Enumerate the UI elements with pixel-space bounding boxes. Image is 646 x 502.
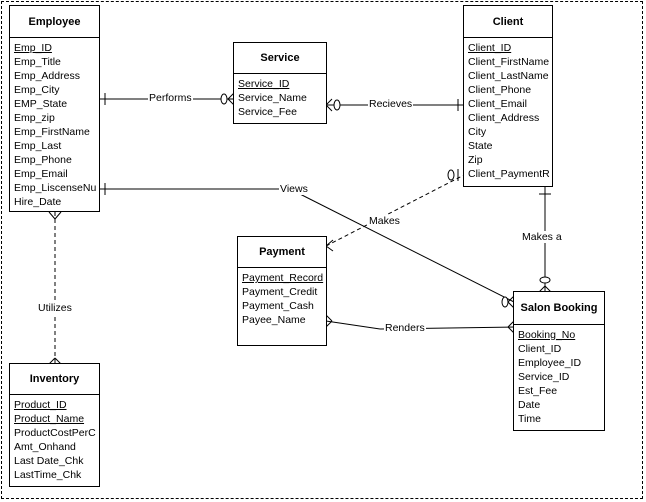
attribute-row: Emp_Phone — [14, 154, 72, 166]
attribute-row: Time — [518, 413, 541, 425]
attribute-row: City — [468, 126, 487, 138]
views-line — [99, 183, 515, 309]
entity-title: Payment — [238, 237, 326, 268]
attribute-row: Client_ID — [518, 343, 562, 355]
attribute-row: Service_ID — [518, 371, 570, 383]
attribute-row: Employee_ID — [518, 357, 582, 369]
attribute-row: Emp_LiscenseNu — [14, 182, 97, 194]
recieves-label: Recieves — [368, 98, 414, 110]
attribute-row: Emp_FirstName — [14, 126, 90, 138]
attribute-row: Emp_Email — [14, 168, 68, 180]
attribute-row: State — [468, 140, 493, 152]
attribute-row: Client_Phone — [468, 84, 532, 96]
utilizes-line — [48, 211, 62, 365]
attribute-row: Client_Email — [468, 98, 527, 110]
attribute-row: Service_ID — [238, 78, 290, 90]
attribute-row: Emp_Title — [14, 56, 61, 68]
makes-line — [325, 169, 465, 252]
performs-label: Performs — [148, 92, 193, 104]
renders-line — [325, 314, 515, 334]
attribute-row: EMP_State — [14, 98, 68, 110]
attribute-row: Booking_No — [518, 329, 576, 341]
attribute-row: Hire_Date — [14, 196, 62, 208]
makes-label: Makes — [368, 215, 401, 227]
entity-title: Client — [464, 6, 552, 38]
attribute-row: Emp_ID — [14, 42, 52, 54]
entity-title: Salon Booking — [514, 292, 604, 325]
views-label: Views — [279, 183, 309, 195]
attribute-row: Client_PaymentR — [468, 168, 550, 180]
attribute-row: Payment_Credit — [242, 286, 318, 298]
attribute-row: Payment_Cash — [242, 300, 314, 312]
attribute-row: Est_Fee — [518, 385, 558, 397]
entity-title: Inventory — [10, 364, 99, 395]
attribute-row: Emp_City — [14, 84, 60, 96]
attribute-row: Emp_zip — [14, 112, 55, 124]
attribute-row: Client_Address — [468, 112, 540, 124]
attribute-row: Service_Fee — [238, 106, 297, 118]
makes-a-label: Makes a — [521, 231, 563, 243]
attribute-row: Client_FirstName — [468, 56, 550, 68]
entity-title: Service — [234, 43, 326, 74]
attribute-row: Payee_Name — [242, 314, 306, 326]
attribute-row: LastTime_Chk — [14, 469, 82, 481]
attribute-row: Amt_Onhand — [14, 441, 76, 453]
attribute-row: Client_ID — [468, 42, 512, 54]
entity-title: Employee — [10, 6, 99, 38]
attribute-row: Product_Name — [14, 413, 85, 425]
attribute-row: ProductCostPerC — [14, 427, 96, 439]
attribute-row: Last Date_Chk — [14, 455, 84, 467]
attribute-row: Emp_Last — [14, 140, 62, 152]
attribute-row: Product_ID — [14, 399, 67, 411]
attribute-row: Date — [518, 399, 541, 411]
attribute-row: Zip — [468, 154, 483, 166]
attribute-row: Emp_Address — [14, 70, 80, 82]
attribute-row: Client_LastName — [468, 70, 549, 82]
attribute-row: Service_Name — [238, 92, 307, 104]
renders-label: Renders — [384, 322, 426, 334]
utilizes-label: Utilizes — [37, 302, 73, 314]
attribute-row: Payment_Record — [242, 272, 324, 284]
